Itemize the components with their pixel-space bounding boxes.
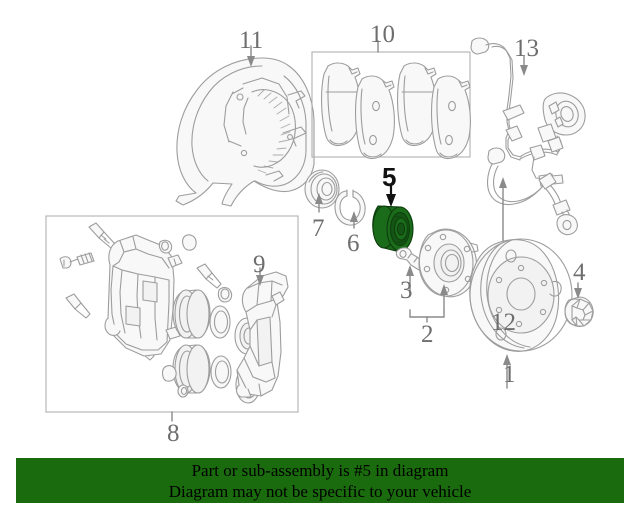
part-brake-pads bbox=[321, 62, 471, 160]
callout-label-7: 7 bbox=[312, 215, 325, 242]
callout-label-6: 6 bbox=[347, 230, 360, 257]
leader-13 bbox=[520, 55, 528, 76]
part-notice-banner: Part or sub-assembly is #5 in diagram Di… bbox=[16, 458, 624, 503]
leader-2-to-hub bbox=[440, 284, 448, 311]
group-box-10 bbox=[311, 40, 471, 158]
leader-3 bbox=[406, 265, 414, 294]
callout-label-11: 11 bbox=[239, 27, 264, 54]
part-brake-hose bbox=[487, 147, 578, 236]
callout-label-4: 4 bbox=[573, 259, 586, 286]
callout-label-12: 12 bbox=[491, 309, 516, 336]
callout-label-13: 13 bbox=[514, 35, 539, 62]
leader-9 bbox=[256, 267, 264, 286]
leader-1 bbox=[503, 354, 511, 389]
leader-5 bbox=[386, 184, 396, 207]
callout-label-2: 2 bbox=[421, 321, 434, 348]
callout-label-5: 5 bbox=[382, 162, 397, 192]
part-lug-nut bbox=[564, 296, 594, 328]
leader-11 bbox=[247, 45, 255, 67]
banner-line-2: Diagram may not be specific to your vehi… bbox=[168, 482, 472, 501]
callout-label-8: 8 bbox=[167, 420, 180, 447]
part-brake-rotor bbox=[469, 238, 573, 352]
group-box-8 bbox=[45, 215, 299, 422]
callout-label-9: 9 bbox=[253, 251, 266, 278]
callout-label-3: 3 bbox=[400, 277, 413, 304]
leader-4 bbox=[574, 282, 582, 299]
part-splash-shield bbox=[175, 57, 315, 207]
part-snap-ring bbox=[334, 189, 366, 226]
part-wheel-hub bbox=[418, 228, 479, 298]
part-oil-seal bbox=[304, 169, 340, 209]
part-caliper-bracket bbox=[236, 271, 289, 398]
leader-6 bbox=[350, 211, 358, 229]
part-wheel-bearing-highlighted bbox=[372, 205, 414, 253]
callout-label-10: 10 bbox=[370, 21, 395, 48]
callout-label-1: 1 bbox=[503, 361, 516, 388]
bracket-2 bbox=[409, 309, 445, 323]
leader-7 bbox=[315, 193, 323, 213]
banner-line-1: Part or sub-assembly is #5 in diagram bbox=[191, 461, 449, 480]
part-abs-sensor bbox=[470, 37, 586, 187]
part-caliper-body bbox=[104, 234, 183, 357]
